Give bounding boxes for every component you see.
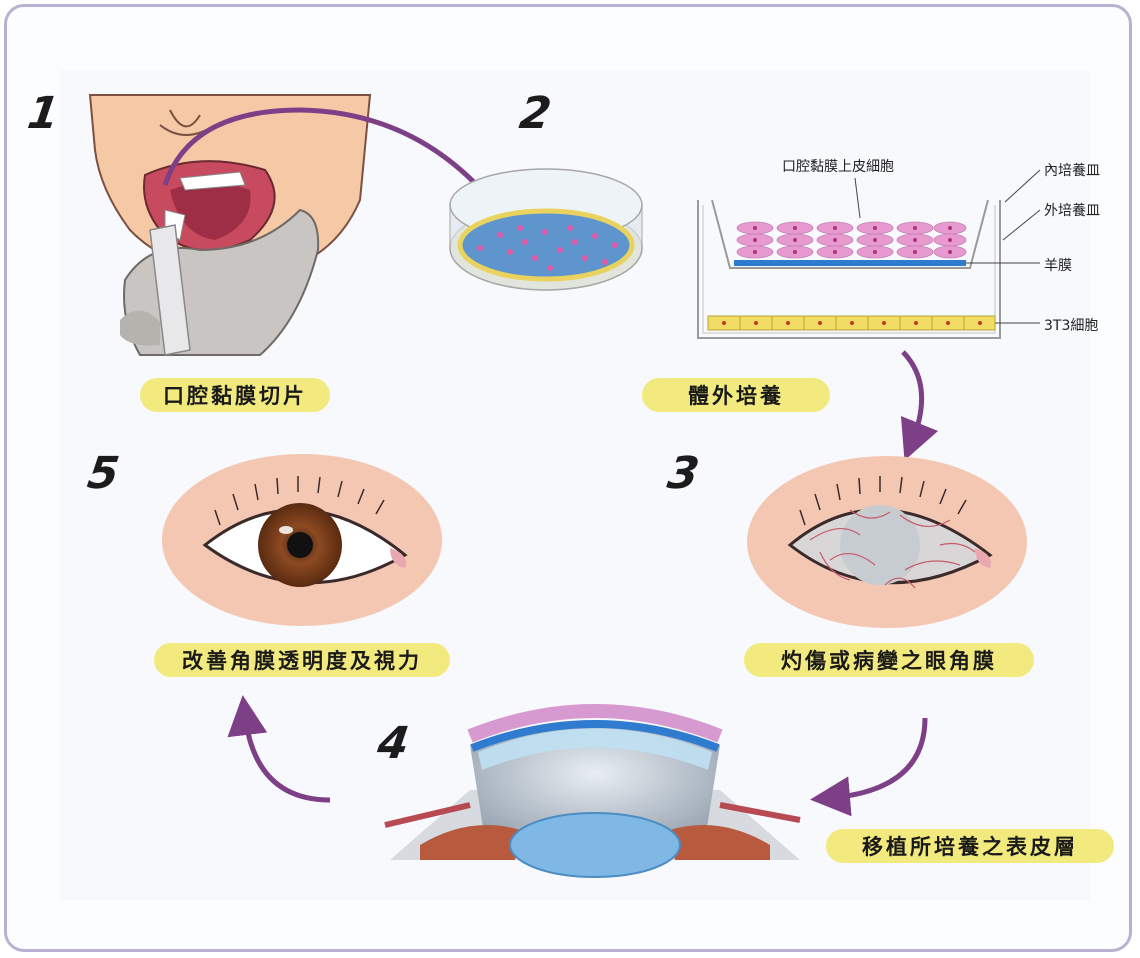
label-oral-epithelial-cells: 口腔黏膜上皮細胞 [782,156,894,176]
step-4-caption: 移植所培養之表皮層 [826,829,1114,863]
arrow-2-to-3 [903,352,922,442]
step-3-caption: 灼傷或病變之眼角膜 [744,643,1034,677]
step-2-caption: 體外培養 [642,378,830,412]
label-3t3-cells: 3T3細胞 [1044,315,1098,335]
petri-dish-illustration [450,169,642,290]
label-outer-dish: 外培養皿 [1044,200,1100,220]
arrow-3-to-4 [830,718,925,798]
label-inner-dish: 內培養皿 [1044,160,1100,180]
label-amnion: 羊膜 [1044,255,1072,275]
healthy-eye-illustration [162,454,442,626]
step-5-caption: 改善角膜透明度及視力 [154,643,450,677]
oral-biopsy-illustration [90,95,370,355]
arrow-4-to-5 [245,715,330,800]
damaged-eye-illustration [747,456,1027,628]
step-1-caption: 口腔黏膜切片 [140,378,330,412]
cornea-transplant-illustration [385,711,800,877]
culture-insert-diagram [698,170,1040,338]
